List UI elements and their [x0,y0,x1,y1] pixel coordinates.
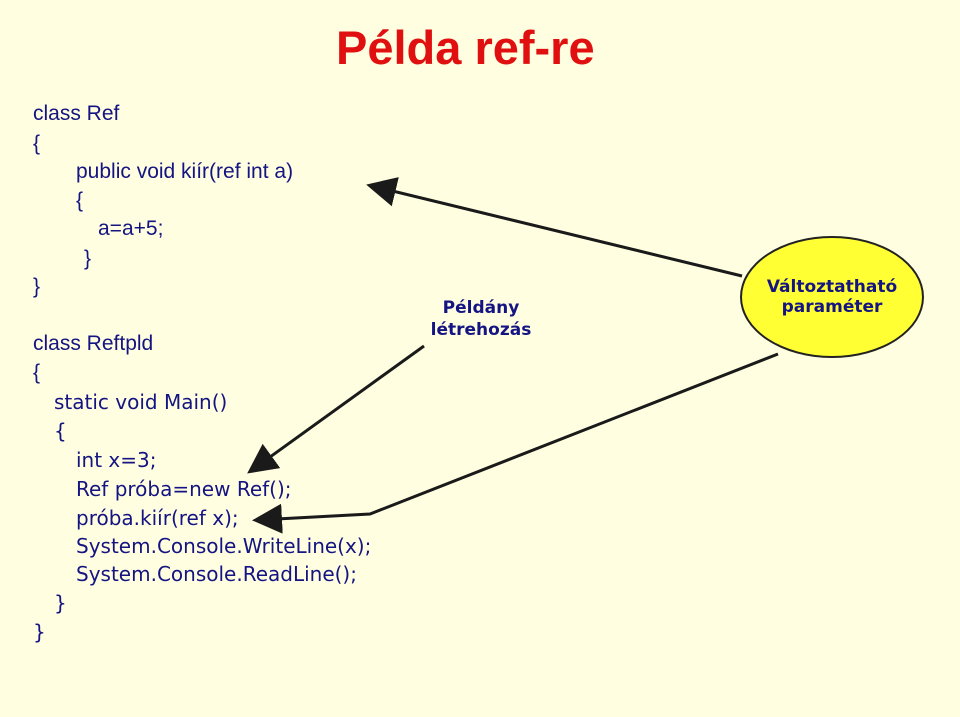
arrow-bubble-to-call [252,352,779,534]
code-line-method-close-brace: } [84,247,92,270]
instance-creation-label: Példány létrehozás [430,298,532,340]
code-line-class-reftpld: class Reftpld [33,332,154,355]
code-line-open-brace-2: { [33,361,41,384]
variable-parameter-bubble: Változtatható paraméter [740,236,924,358]
code-line-class-close-brace: } [33,275,41,298]
code-line-class-ref: class Ref [33,102,120,125]
slide-title-text: Példa ref-re [336,21,595,74]
code-line-assignment: a=a+5; [98,217,164,240]
arrow-bubble-to-method [366,177,743,278]
code-line-int-x: int x=3; [76,448,157,472]
code-line-call-kiir: próba.kiír(ref x); [76,506,239,530]
code-line-main-open-brace: { [54,419,67,443]
code-line-new-ref: Ref próba=new Ref(); [76,477,292,501]
code-line-method-open-brace: { [76,189,84,212]
code-line-writeline: System.Console.WriteLine(x); [76,534,372,558]
code-line-class-close-brace-2: } [33,620,46,644]
code-line-open-brace: { [33,132,41,155]
code-line-readline: System.Console.ReadLine(); [76,562,357,586]
code-line-main-signature: static void Main() [54,390,228,414]
code-line-method-signature: public void kiír(ref int a) [76,160,294,183]
variable-parameter-text: Változtatható paraméter [766,277,898,317]
arrow-label-to-new-ref [247,344,425,474]
code-line-main-close-brace: } [54,591,67,615]
